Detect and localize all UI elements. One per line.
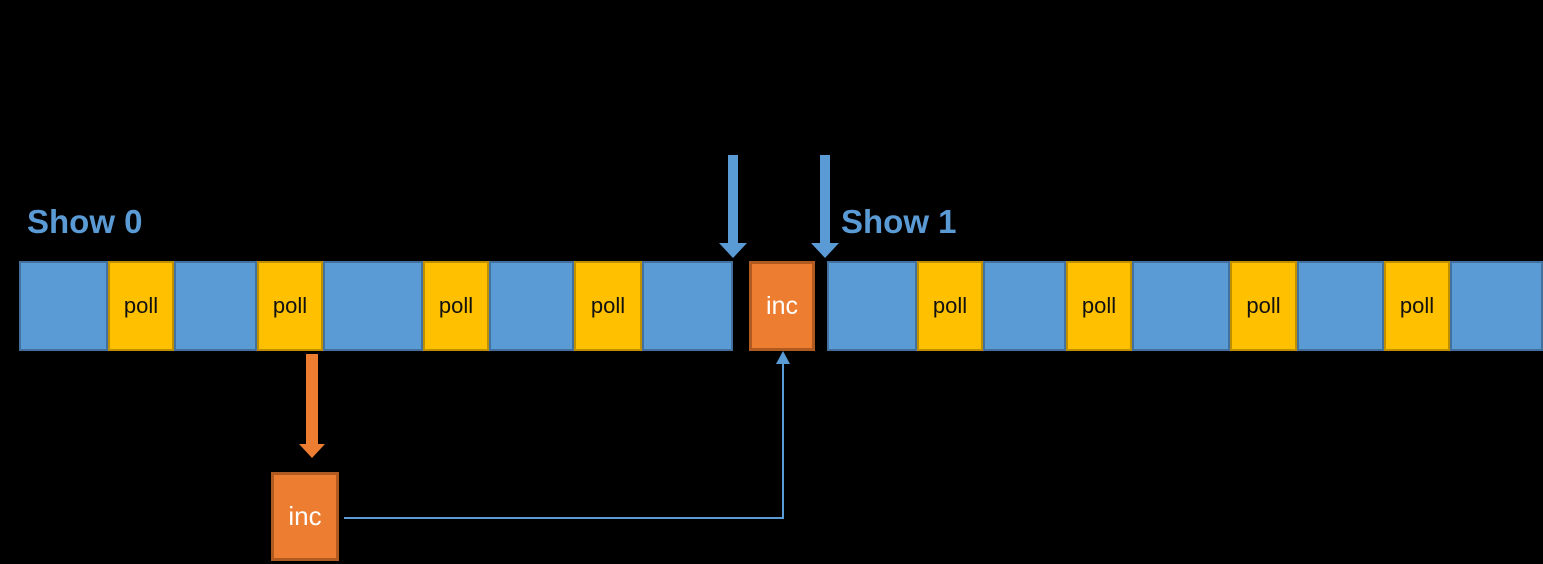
timeline-frame-segment <box>323 261 423 351</box>
connector-vertical-line <box>782 364 784 519</box>
timeline-frame-segment <box>1450 261 1543 351</box>
timeline-frame-segment <box>642 261 733 351</box>
arrow-head <box>299 444 325 458</box>
timeline-poll-segment: poll <box>423 261 489 351</box>
show1-start-arrow-icon <box>811 155 839 258</box>
timeline-frame-segment <box>983 261 1066 351</box>
arrow-shaft <box>728 155 738 243</box>
connector-up-arrowhead-icon <box>776 351 790 364</box>
arrow-head <box>719 243 747 258</box>
arrow-shaft <box>820 155 830 243</box>
timeline-poll-segment: poll <box>108 261 174 351</box>
connector-horizontal-line <box>344 517 784 519</box>
timeline-poll-segment: poll <box>1066 261 1132 351</box>
show0-heading: Show 0 <box>27 203 143 240</box>
show1-heading: Show 1 <box>841 203 957 240</box>
show0-end-arrow-icon <box>719 155 747 258</box>
timeline-frame-segment <box>19 261 108 351</box>
timeline-frame-segment <box>1132 261 1230 351</box>
timeline-frame-segment <box>174 261 257 351</box>
timeline-poll-segment: poll <box>574 261 642 351</box>
timeline-poll-segment: poll <box>1384 261 1450 351</box>
arrow-head <box>811 243 839 258</box>
poll-to-inc-arrow-icon <box>299 354 325 458</box>
timeline-poll-segment: poll <box>257 261 323 351</box>
arrow-shaft <box>306 354 318 444</box>
timeline-frame-segment <box>489 261 574 351</box>
timeline-frame-segment <box>1297 261 1384 351</box>
timeline-frame-segment <box>827 261 917 351</box>
timeline-inc-segment: inc <box>749 261 815 351</box>
deferred-inc-box: inc <box>271 472 339 561</box>
timeline-poll-segment: poll <box>1230 261 1297 351</box>
timeline-poll-segment: poll <box>917 261 983 351</box>
